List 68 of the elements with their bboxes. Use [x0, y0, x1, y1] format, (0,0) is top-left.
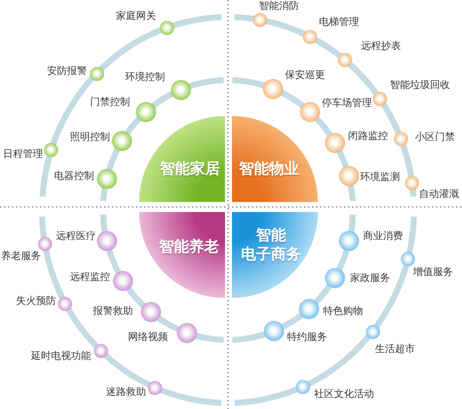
sector-title: 智能家居 — [160, 160, 220, 178]
bubble-icon — [253, 12, 268, 27]
item-label: 家政服务 — [350, 273, 390, 285]
bubble-icon — [394, 132, 408, 146]
item-label: 社区文化活动 — [314, 389, 374, 401]
item-label: 停车场管理 — [322, 98, 372, 110]
item-label: 日程管理 — [3, 149, 43, 161]
bubble-icon — [400, 252, 415, 266]
item-label: 智能消防 — [259, 1, 299, 13]
item-label: 远程抄表 — [361, 41, 401, 53]
bubble-icon — [94, 344, 108, 358]
item-label: 安防报警 — [47, 66, 87, 78]
item-label: 自动灌溉 — [419, 189, 459, 201]
item-label: 商业消费 — [363, 231, 403, 243]
bubble-icon — [112, 131, 132, 152]
bubble-icon — [338, 166, 359, 186]
bubble-icon — [136, 102, 156, 122]
bubble-icon — [324, 268, 344, 288]
item-label: 保安巡更 — [285, 70, 325, 82]
bubble-icon — [300, 102, 320, 122]
item-label: 失火预防 — [16, 296, 56, 308]
bubble-icon — [339, 231, 360, 252]
sector-title: 智能养老 — [159, 238, 219, 256]
item-label: 远程医疗 — [56, 231, 96, 243]
bubble-icon — [96, 168, 117, 189]
item-label: 环境监测 — [360, 172, 400, 184]
item-label: 特色购物 — [323, 306, 363, 318]
bubble-icon — [338, 53, 352, 67]
item-label: 特约服务 — [287, 332, 327, 344]
bubble-icon — [302, 30, 316, 44]
bubble-icon — [58, 296, 72, 311]
item-label: 闭路监控 — [348, 131, 388, 143]
bubble-icon — [96, 231, 117, 252]
bubble-icon — [299, 298, 320, 319]
item-label: 远程监控 — [70, 272, 110, 284]
item-label: 小区门禁 — [415, 132, 455, 144]
bubble-icon — [148, 380, 162, 395]
item-label: 迷路救助 — [106, 387, 146, 399]
item-label: 延时电视功能 — [31, 351, 91, 363]
item-label: 增值服务 — [413, 267, 453, 279]
bubble-icon — [366, 324, 380, 338]
item-label: 家庭网关 — [116, 11, 156, 23]
bubble-icon — [44, 143, 58, 158]
bubble-icon — [264, 321, 284, 341]
item-label: 门禁控制 — [90, 97, 130, 109]
bubble-icon — [171, 80, 192, 100]
item-label: 养老服务 — [1, 251, 41, 263]
bubble-icon — [373, 92, 388, 106]
bubble-icon — [262, 78, 283, 99]
bubble-icon — [296, 380, 310, 394]
bubble-icon — [113, 270, 134, 291]
item-label: 智能垃圾回收 — [390, 80, 450, 92]
item-label: 环境控制 — [125, 72, 165, 84]
bubble-icon — [90, 66, 104, 80]
item-label: 照明控制 — [70, 132, 110, 144]
item-label: 生活超市 — [375, 344, 415, 356]
item-label: 报警救助 — [93, 306, 133, 318]
sector-title: 智能电子商务 — [240, 226, 302, 264]
sector-title: 智能物业 — [239, 160, 299, 178]
item-label: 网络视频 — [128, 332, 168, 344]
bubble-icon — [160, 20, 174, 34]
item-label: 电梯管理 — [319, 17, 359, 29]
bubble-icon — [177, 322, 198, 343]
bubble-icon — [405, 176, 420, 190]
bubble-icon — [141, 302, 161, 322]
bubble-icon — [38, 236, 52, 250]
item-label: 电器控制 — [54, 171, 94, 183]
bubble-icon — [325, 133, 346, 153]
